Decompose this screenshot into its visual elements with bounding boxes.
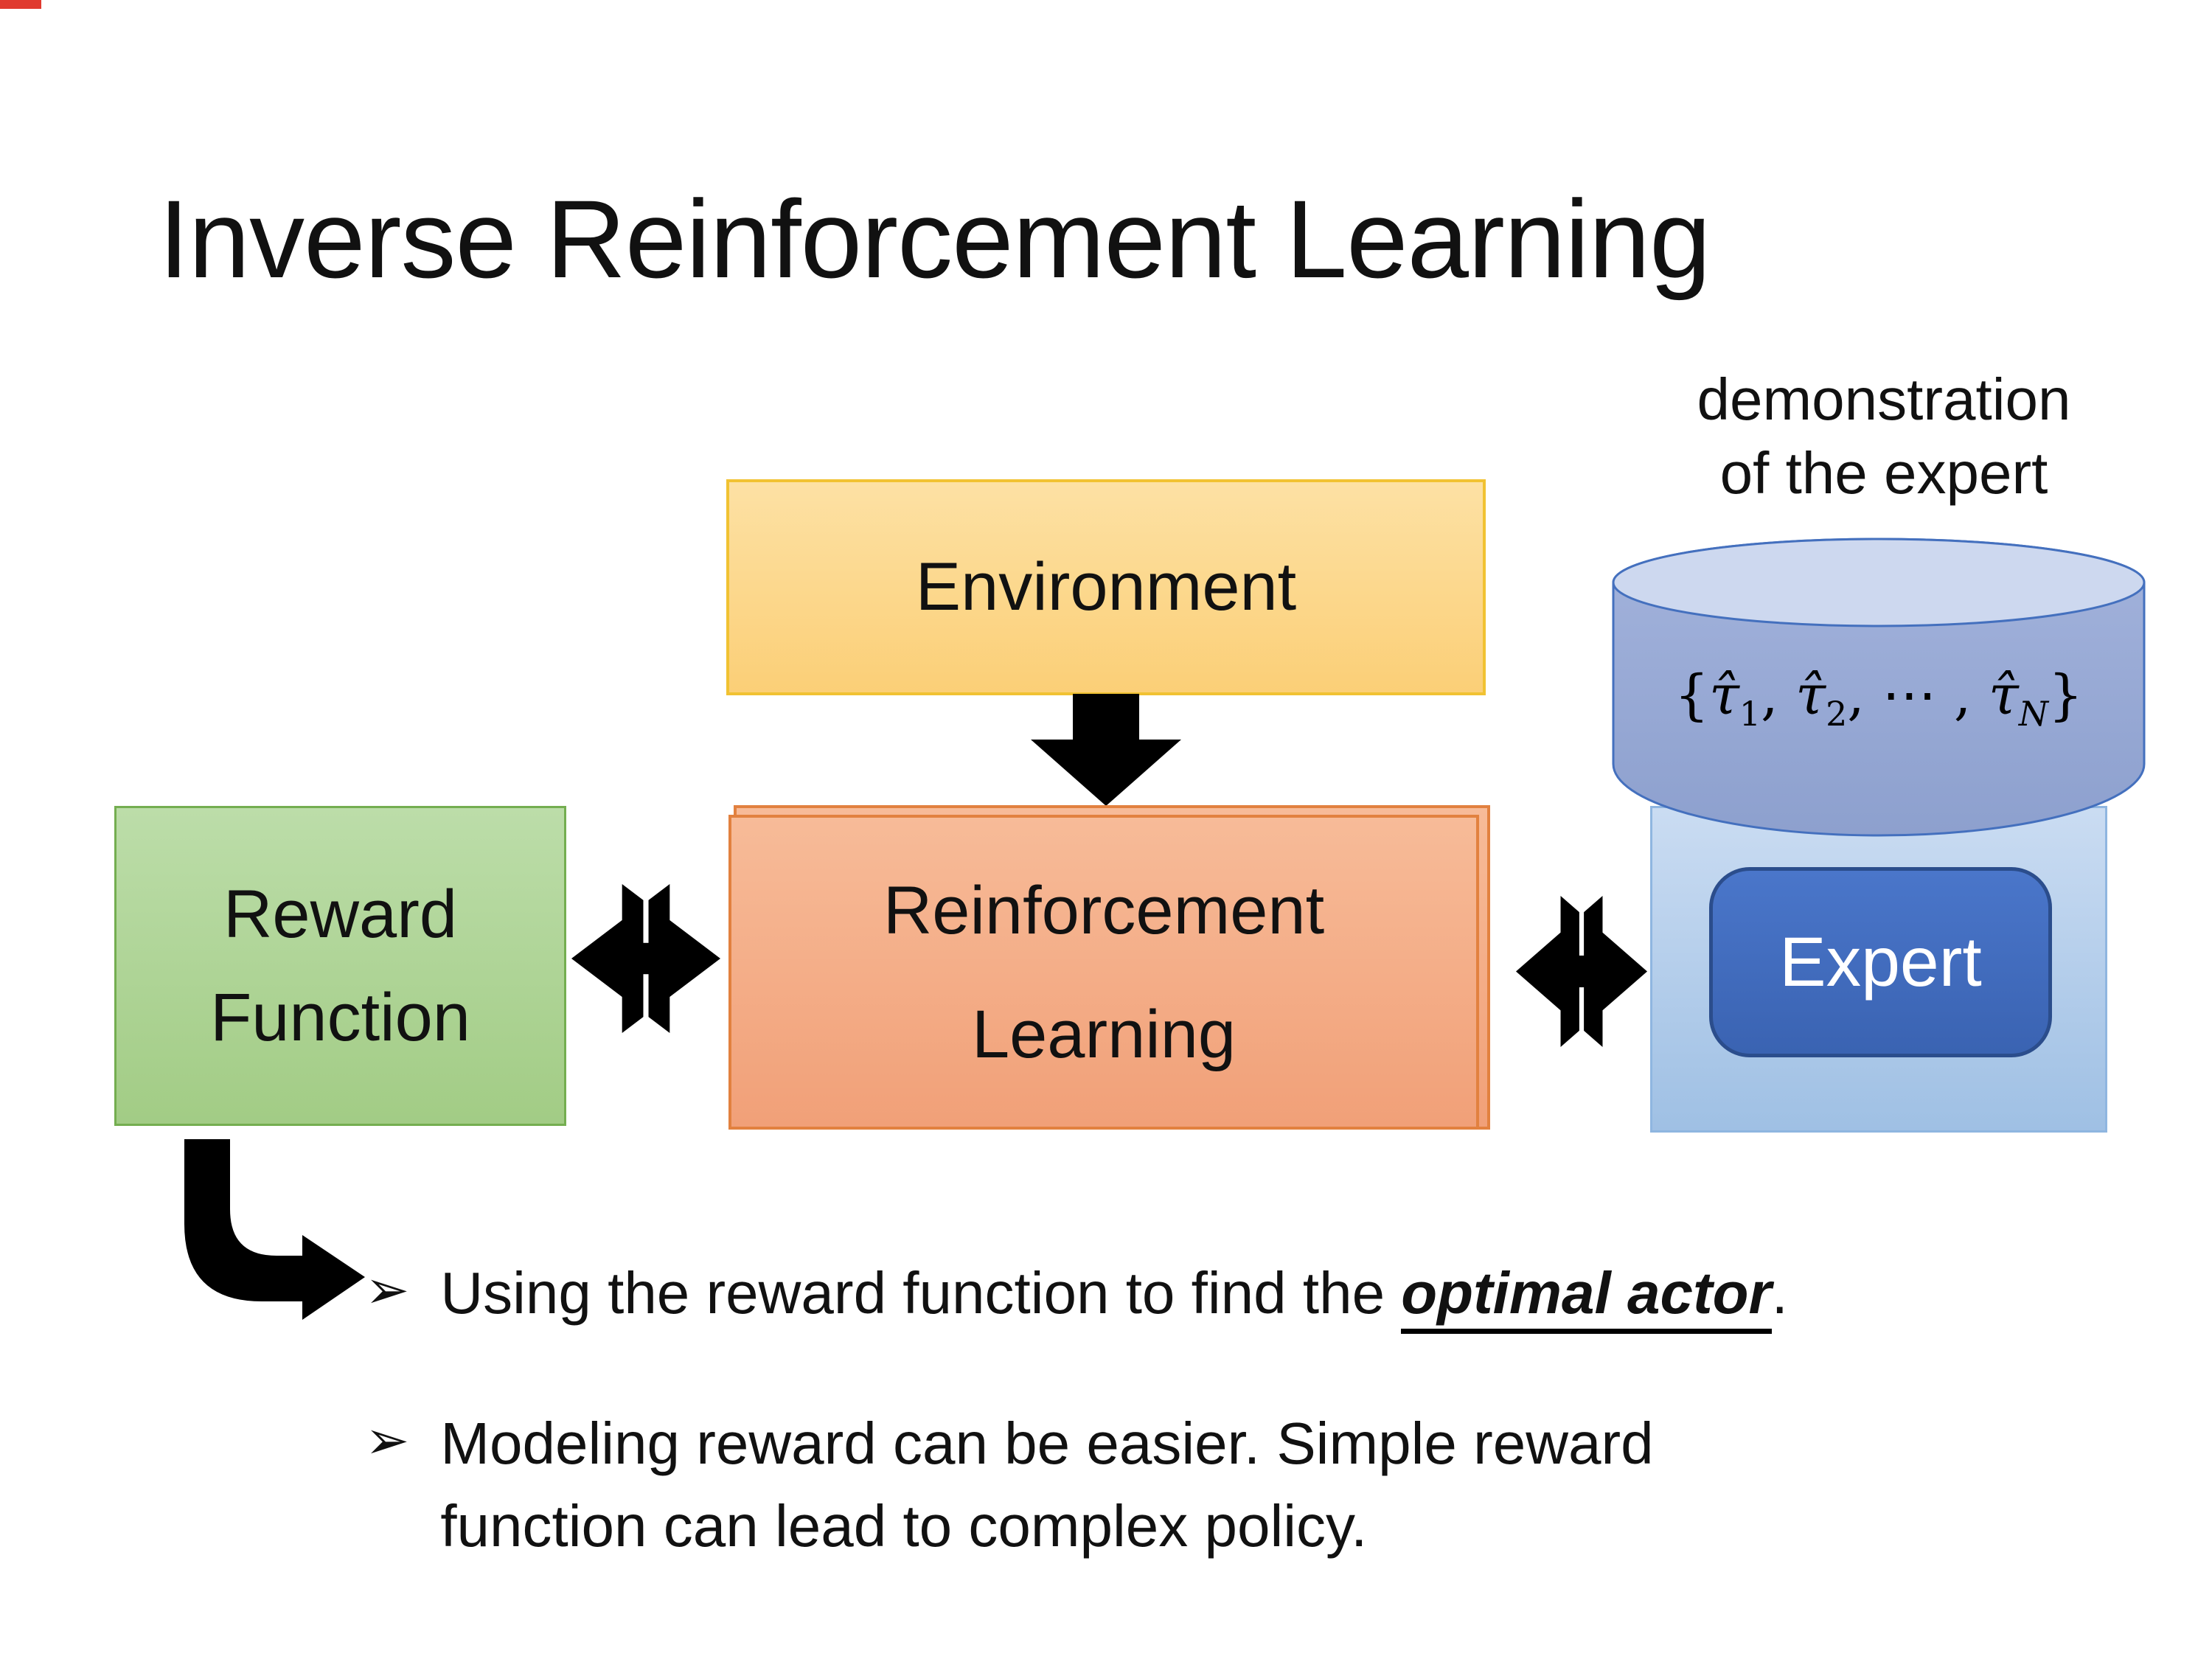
double-arrow-right-icon: [1516, 896, 1647, 1047]
demonstration-label-line1: demonstration: [1697, 366, 2071, 432]
reward-function-label-line1: Reward: [223, 877, 457, 952]
formula-subN: N: [2018, 694, 2049, 734]
formula-sep2: ,: [1847, 664, 1882, 727]
formula-close-brace: }: [2048, 664, 2084, 727]
environment-box: Environment: [726, 479, 1486, 695]
reinforcement-learning-box: Reinforcement Learning: [728, 815, 1479, 1130]
down-arrow-icon: [1031, 694, 1181, 806]
red-corner-mark: [0, 0, 41, 9]
expert-box: Expert: [1709, 867, 2052, 1057]
bent-arrow-icon: [184, 1139, 365, 1320]
reinforcement-learning-label-line1: Reinforcement: [883, 872, 1325, 948]
formula-sep1: ,: [1761, 664, 1796, 727]
formula-tau1: τ̂: [1708, 664, 1739, 727]
bullet-1-post: .: [1771, 1260, 1788, 1326]
formula-tau2: τ̂: [1795, 664, 1826, 727]
bullet-1-pre: Using the reward function to find the: [440, 1260, 1402, 1326]
bullet-1-emphasis: optimal actor: [1401, 1260, 1772, 1334]
formula-sub2: 2: [1826, 694, 1848, 734]
formula-tauN: τ̂: [1988, 664, 2019, 727]
formula-sub1: 1: [1739, 694, 1761, 734]
bullet-arrow-icon: ➢: [365, 1411, 410, 1470]
bullet-1-text: Using the reward function to find the op…: [440, 1252, 1788, 1335]
double-arrow-left-icon: [571, 884, 720, 1033]
formula-sep3: ,: [1936, 664, 1989, 727]
demonstration-label-line2: of the expert: [1719, 440, 2048, 506]
expert-label: Expert: [1779, 922, 1982, 1001]
reward-function-box: Reward Function: [114, 806, 566, 1126]
database-cylinder-icon: [1612, 538, 2146, 837]
demonstration-label: demonstration of the expert: [1618, 363, 2149, 510]
trajectory-set-formula: {τ̂1, τ̂2, ⋯ , τ̂N}: [1611, 664, 2146, 734]
reward-function-label-line2: Function: [210, 980, 470, 1055]
slide-title: Inverse Reinforcement Learning: [159, 177, 1711, 301]
reinforcement-learning-label-line2: Learning: [971, 996, 1237, 1072]
formula-open-brace: {: [1674, 664, 1709, 727]
environment-label: Environment: [915, 549, 1297, 625]
bullet-item-2: ➢ Modeling reward can be easier. Simple …: [365, 1402, 2135, 1568]
bullet-item-1: ➢ Using the reward function to find the …: [365, 1252, 2135, 1335]
bullet-arrow-icon: ➢: [365, 1261, 410, 1320]
bullet-2-text: Modeling reward can be easier. Simple re…: [440, 1402, 1653, 1568]
formula-dots: ⋯: [1882, 664, 1937, 727]
bullet-2-line2: function can lead to complex policy.: [440, 1493, 1368, 1559]
bullet-2-line1: Modeling reward can be easier. Simple re…: [440, 1411, 1654, 1476]
